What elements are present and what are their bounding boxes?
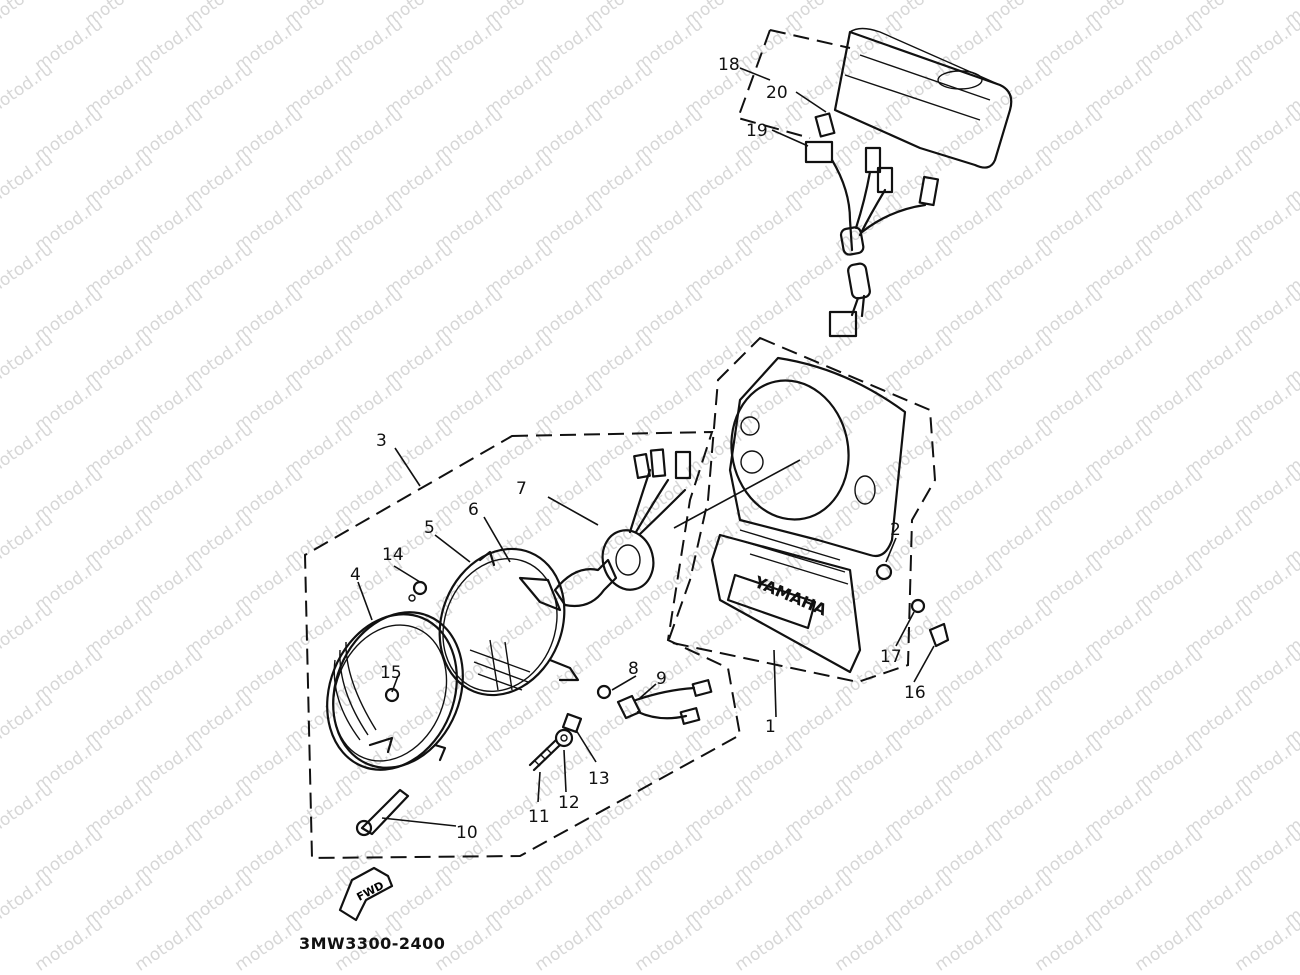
callout-14: 14	[382, 545, 404, 565]
callout-5: 5	[424, 518, 435, 538]
callout-17: 17	[880, 647, 902, 667]
callout-10: 10	[456, 823, 478, 843]
small-hardware	[355, 563, 950, 837]
fwd-arrow-icon: FWD	[338, 866, 394, 922]
callout-13: 13	[588, 769, 610, 789]
callout-4: 4	[350, 565, 361, 585]
callout-9: 9	[656, 669, 667, 689]
callout-15: 15	[380, 663, 402, 683]
headlight-rim	[326, 611, 464, 771]
callout-3: 3	[376, 431, 387, 451]
callout-7: 7	[516, 479, 527, 499]
callout-16: 16	[904, 683, 926, 703]
callout-19: 19	[746, 121, 768, 141]
callout-12: 12	[558, 793, 580, 813]
callout-18: 18	[718, 55, 740, 75]
part-code: 3MW3300-2400	[299, 934, 446, 953]
bulb-and-socket	[553, 448, 692, 608]
callout-11: 11	[528, 807, 550, 827]
callout-19-20a: 20	[766, 83, 788, 103]
leader-lines	[357, 67, 935, 827]
callout-1: 1	[765, 717, 776, 737]
headlight-unit-outline	[303, 430, 742, 860]
reflector-lens	[438, 547, 580, 697]
meter-assembly	[736, 27, 1013, 338]
callout-8: 8	[628, 659, 639, 679]
callout-6: 6	[468, 500, 479, 520]
fwd-label: FWD	[355, 879, 387, 904]
callout-2: 2	[890, 520, 901, 540]
